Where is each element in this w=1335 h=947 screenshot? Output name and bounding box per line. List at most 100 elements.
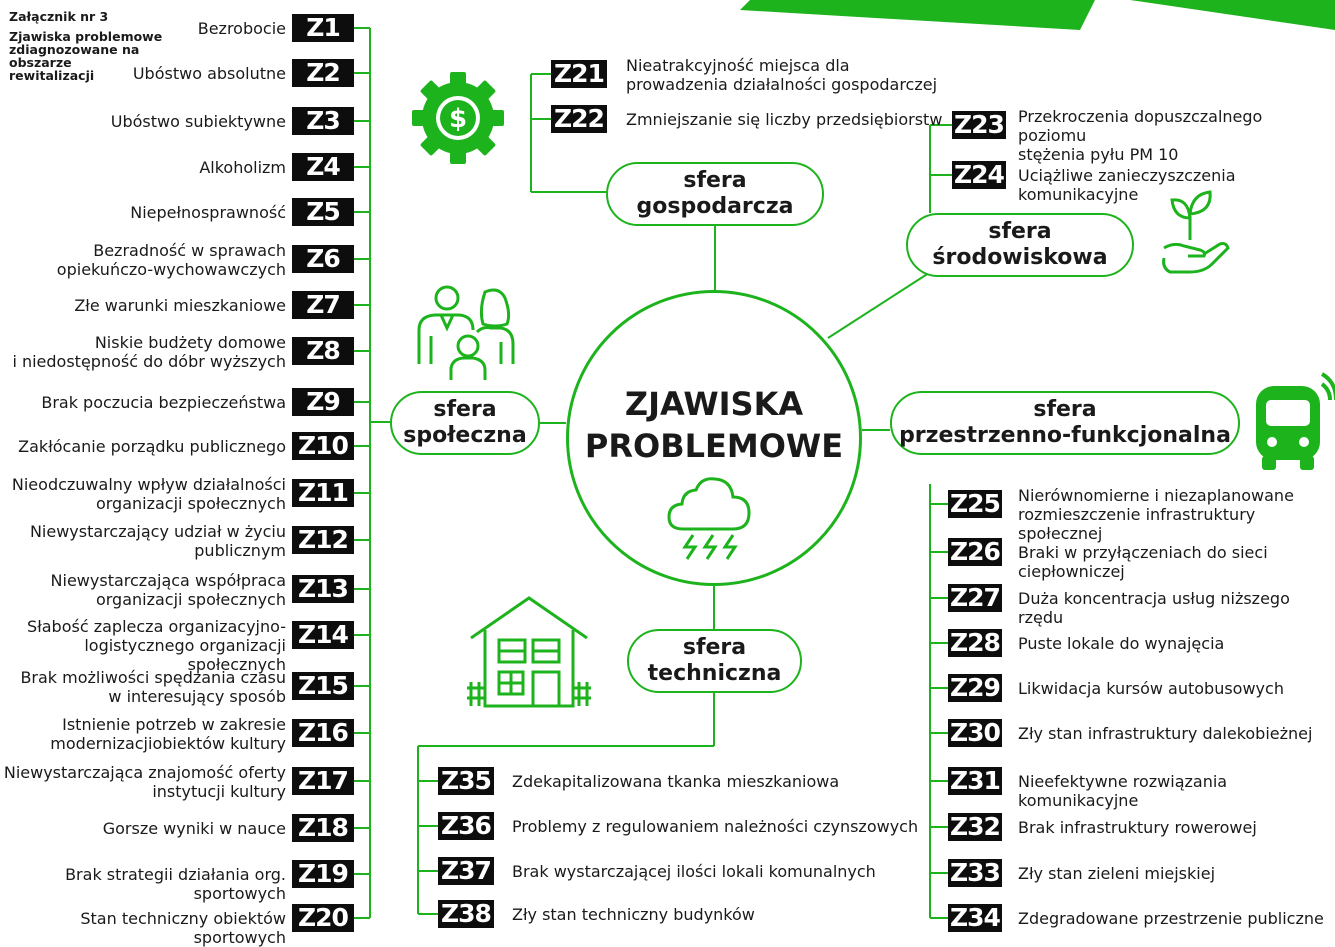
sphere-spoleczna: sfera społeczna <box>390 391 540 455</box>
problem-label-line: Brak strategii działania org. sportowych <box>65 865 286 903</box>
problem-label: Niepełnosprawność <box>0 203 286 222</box>
problem-label-line: organizacji społecznych <box>95 590 286 609</box>
attachment-heading: Załącznik nr 3 Zjawiska problemowe zdiag… <box>9 10 169 82</box>
problem-code: Z7 <box>292 291 354 319</box>
problem-label-line: instytucji kultury <box>152 782 286 801</box>
problem-code: Z20 <box>292 904 354 932</box>
problem-code: Z3 <box>292 107 354 135</box>
problem-code: Z37 <box>438 857 494 885</box>
problem-label: Bezrobocie <box>0 19 286 38</box>
problem-label-line: Zdegradowane przestrzenie publiczne <box>1018 909 1324 928</box>
problem-code: Z32 <box>948 813 1002 841</box>
problem-label-line: Bezrobocie <box>197 19 286 38</box>
sphere-label: społeczna <box>403 423 527 448</box>
sphere-label: sfera <box>682 635 747 660</box>
problem-label-line: Gorsze wyniki w nauce <box>102 819 286 838</box>
problem-code: Z11 <box>292 479 354 507</box>
problem-label-line: modernizacjiobiektów kultury <box>50 734 286 753</box>
problem-label: Problemy z regulowaniem należności czyns… <box>512 817 932 836</box>
center-title-line2: PROBLEMOWE <box>584 427 844 465</box>
storm-cloud-icon <box>667 477 751 560</box>
problem-label-line: stężenia pyłu PM 10 <box>1018 145 1179 164</box>
problem-label-line: Zły stan infrastruktury dalekobieżnej <box>1018 724 1313 743</box>
problem-label-line: w interesujący sposób <box>108 687 286 706</box>
sphere-przestrzenno-funkcjonalna: sfera przestrzenno-funkcjonalna <box>890 391 1240 455</box>
problem-label: Alkoholizm <box>0 158 286 177</box>
problem-label-line: Braki w przyłączeniach do sieci ciepłown… <box>1018 543 1268 581</box>
problem-label: Zły stan zieleni miejskiej <box>1018 864 1335 883</box>
problem-label-line: Bezradność w sprawach <box>93 241 286 260</box>
problem-label-line: Niskie budżety domowe <box>94 333 286 352</box>
problem-code: Z25 <box>948 490 1002 518</box>
problem-label-line: Niewystarczająca współpraca <box>50 571 286 590</box>
sphere-label: gospodarcza <box>636 194 794 219</box>
problem-label-line: Złe warunki mieszkaniowe <box>74 296 286 315</box>
problem-code: Z34 <box>948 904 1002 932</box>
problem-label-line: Zły stan zieleni miejskiej <box>1018 864 1216 883</box>
problem-code: Z10 <box>292 432 354 460</box>
problem-label-line: prowadzenia działalności gospodarczej <box>626 75 938 94</box>
problem-label: Zdegradowane przestrzenie publiczne <box>1018 909 1335 928</box>
problem-label-line: Uciążliwe zanieczyszczenia komunikacyjne <box>1018 166 1236 204</box>
problem-label-line: i niedostępność do dóbr wyższych <box>12 352 286 371</box>
problem-label: Zdekapitalizowana tkanka mieszkaniowa <box>512 772 932 791</box>
problem-label-line: Puste lokale do wynajęcia <box>1018 634 1225 653</box>
problem-code: Z28 <box>948 629 1002 657</box>
problem-code: Z29 <box>948 674 1002 702</box>
problem-code: Z19 <box>292 860 354 888</box>
problem-label: Słabość zaplecza organizacyjno-logistycz… <box>0 617 286 674</box>
problem-label-line: logistycznego organizacji społecznych <box>84 636 286 674</box>
sphere-label: przestrzenno-funkcjonalna <box>899 423 1231 448</box>
problem-label-line: Nierównomierne i niezaplanowane <box>1018 486 1294 505</box>
problem-code: Z1 <box>292 14 354 42</box>
problem-label: Zakłócanie porządku publicznego <box>0 437 286 456</box>
problem-label: Ubóstwo subiektywne <box>0 112 286 131</box>
family-icon <box>417 285 515 380</box>
problem-code: Z30 <box>948 719 1002 747</box>
problem-label-line: Zakłócanie porządku publicznego <box>18 437 286 456</box>
problem-code: Z15 <box>292 672 354 700</box>
problem-label: Nieefektywne rozwiązania komunikacyjne <box>1018 772 1335 810</box>
problem-code: Z2 <box>292 59 354 87</box>
problem-label: Złe warunki mieszkaniowe <box>0 296 286 315</box>
problem-label: Brak poczucia bezpieczeństwa <box>0 393 286 412</box>
problem-label: Gorsze wyniki w nauce <box>0 819 286 838</box>
problem-code: Z6 <box>292 245 354 273</box>
problem-label-line: Brak wystarczającej ilości lokali komuna… <box>512 862 876 881</box>
problem-code: Z17 <box>292 767 354 795</box>
problem-label-line: Istnienie potrzeb w zakresie <box>62 715 286 734</box>
sphere-label: sfera <box>1033 397 1097 422</box>
attachment-number: Załącznik nr 3 <box>9 9 109 24</box>
problem-label: Ubóstwo absolutne <box>0 64 286 83</box>
problem-label-line: Alkoholizm <box>199 158 286 177</box>
problem-label: Brak infrastruktury rowerowej <box>1018 818 1335 837</box>
problem-code: Z22 <box>551 105 607 133</box>
problem-label-line: Brak poczucia bezpieczeństwa <box>41 393 286 412</box>
problem-code: Z13 <box>292 575 354 603</box>
problem-label-line: Ubóstwo subiektywne <box>110 112 286 131</box>
problem-label-line: rozmieszczenie infrastruktury społecznej <box>1018 505 1256 543</box>
sphere-label: środowiskowa <box>932 245 1108 270</box>
problem-label-line: Stan techniczny obiektów sportowych <box>80 909 286 947</box>
problem-label-line: Likwidacja kursów autobusowych <box>1018 679 1284 698</box>
sphere-techniczna: sfera techniczna <box>627 629 802 693</box>
problem-label-line: Brak możliwości spędzania czasu <box>20 668 286 687</box>
problem-label-line: Zły stan techniczny budynków <box>512 905 755 924</box>
attachment-title-line: zdiagnozowane na <box>9 42 140 57</box>
problem-label-line: Niepełnosprawność <box>130 203 286 222</box>
problem-label-line: Niewystarczający udział w życiu <box>29 522 286 541</box>
problem-code: Z26 <box>948 538 1002 566</box>
problem-label: Zły stan infrastruktury dalekobieżnej <box>1018 724 1335 743</box>
decorative-corner-shape <box>740 0 1335 30</box>
problem-label-line: Zdekapitalizowana tkanka mieszkaniowa <box>512 772 840 791</box>
problem-label-line: organizacji społecznych <box>95 494 286 513</box>
problem-code: Z18 <box>292 814 354 842</box>
svg-text:$: $ <box>449 104 467 134</box>
